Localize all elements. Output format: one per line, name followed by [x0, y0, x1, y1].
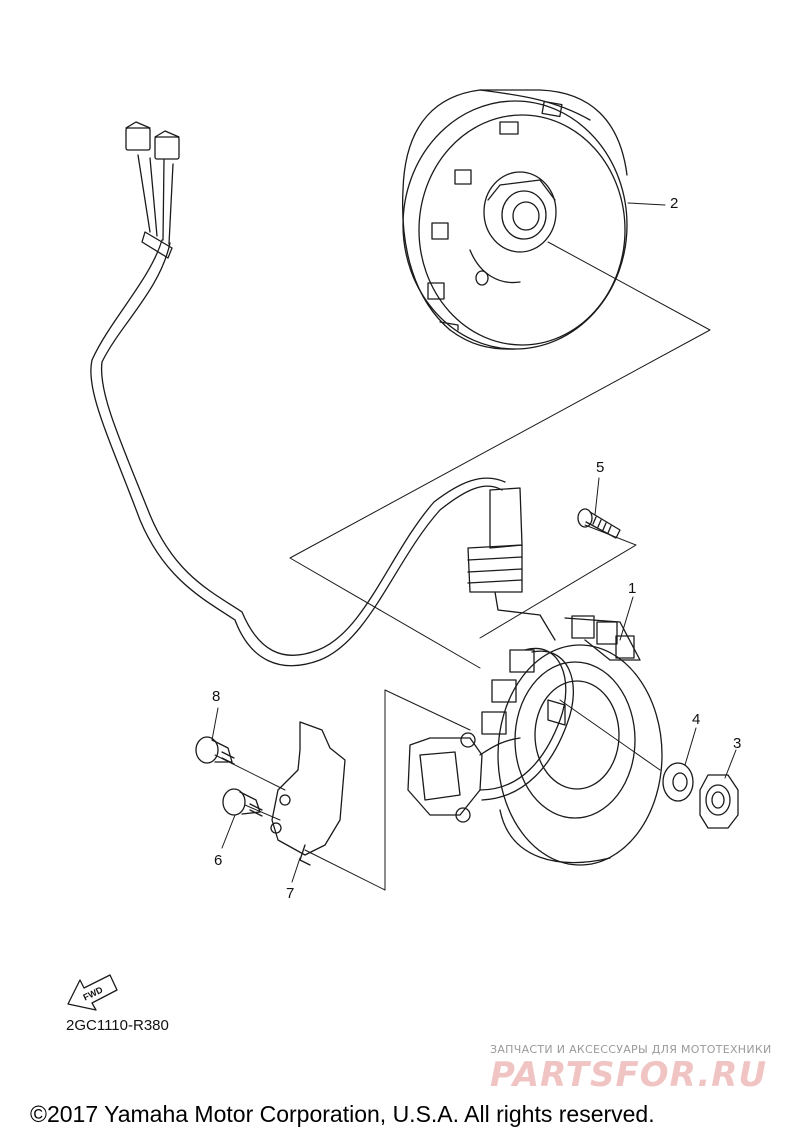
bolt-part-5: [577, 508, 621, 539]
callout-8: 8: [212, 688, 221, 705]
screw-part-6: [222, 788, 263, 817]
callout-2: 2: [670, 195, 679, 212]
pickup-coil: [407, 732, 521, 823]
rotor-flywheel: [401, 89, 628, 350]
washer-part-4: [662, 762, 694, 802]
stator-assembly: [479, 615, 663, 866]
diagram-code: 2GC1110-R380: [66, 1017, 169, 1034]
fwd-arrow-icon: [67, 974, 118, 1011]
callout-leaders: [211, 202, 737, 883]
watermark-logo: PARTSFOR.RU: [490, 1055, 768, 1095]
callout-7: 7: [286, 885, 295, 902]
callout-1: 1: [628, 580, 637, 597]
copyright-notice: ©2017 Yamaha Motor Corporation, U.S.A. A…: [30, 1101, 655, 1127]
callout-3: 3: [733, 735, 742, 752]
nut-part-3: [699, 774, 739, 829]
callout-6: 6: [214, 852, 223, 869]
callout-4: 4: [692, 711, 701, 728]
wire-harness: [90, 121, 506, 667]
plate-part-7: [270, 721, 346, 866]
screw-part-8: [195, 736, 235, 765]
watermark-tagline: ЗАПЧАСТИ И АКСЕССУАРЫ ДЛЯ МОТОТЕХНИКИ: [490, 1043, 772, 1056]
alignment-lines: [214, 241, 711, 891]
callout-5: 5: [596, 459, 605, 476]
wire-grommet: [467, 487, 556, 641]
